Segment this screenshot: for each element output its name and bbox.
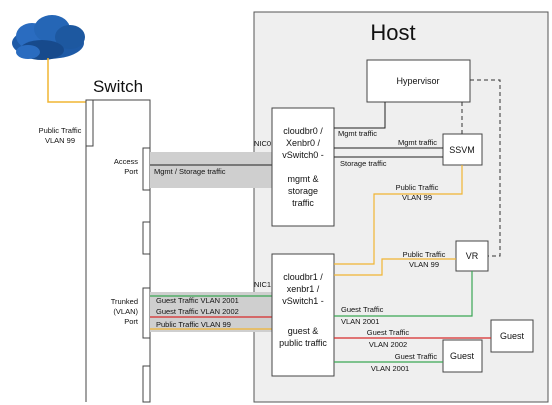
switch-port-trunked (142, 287, 151, 339)
guest-box-2002 (490, 319, 534, 353)
ssvm-label: SSVM (449, 145, 475, 155)
bridge1-line-5: public traffic (279, 338, 327, 348)
trunked-port-label-2: (VLAN) (113, 307, 138, 316)
mgmt-traffic-label-2: Mgmt traffic (398, 138, 437, 147)
bridge0-line-4: mgmt & (287, 174, 318, 184)
switch-body (85, 99, 151, 402)
hypervisor-box (366, 59, 471, 103)
switch-title: Switch (93, 77, 143, 96)
bridge1-line-1: cloudbr1 / (283, 272, 323, 282)
ssvm-public-label-2: VLAN 99 (402, 193, 432, 202)
vr-box (455, 240, 489, 272)
bridge1-line-2: xenbr1 / (287, 284, 320, 294)
bridge1-ssvm-public-link (334, 165, 463, 265)
bridge1-vr-public-link (334, 258, 456, 276)
internet-public-link (47, 58, 88, 103)
nic0-label: NIC0 (254, 139, 271, 148)
switch-port-access (142, 147, 151, 191)
guest-2001-label-2: VLAN 2001 (371, 364, 409, 373)
bridge-cloudbr0 (271, 107, 335, 227)
trunk-vlan2001-label: Guest Traffic VLAN 2001 (156, 296, 239, 305)
mgmt-storage-band (150, 152, 272, 188)
trunk-vlan99-label: Public Traffic VLAN 99 (156, 320, 231, 329)
storage-traffic-label: Storage traffic (340, 159, 387, 168)
vr-public-label-2: VLAN 99 (409, 260, 439, 269)
bridge1-line-4: guest & (288, 326, 319, 336)
bridge0-line-1: cloudbr0 / (283, 126, 323, 136)
bridge0-line-5: storage (288, 186, 318, 196)
trunk-band (150, 292, 272, 332)
bridge1-vr-guest-link (334, 271, 473, 317)
trunk-vlan2002-label: Guest Traffic VLAN 2002 (156, 307, 239, 316)
switch-port-public (85, 99, 94, 147)
host-title: Host (370, 20, 415, 45)
bridge0-hypervisor-link (334, 102, 386, 129)
nic1-label: NIC1 (254, 280, 271, 289)
ssvm-public-label-1: Public Traffic (396, 183, 439, 192)
mgmt-traffic-label-1: Mgmt traffic (338, 129, 377, 138)
vr-guest-label-1: Guest Traffic (341, 305, 384, 314)
bridge0-line-3: vSwitch0 - (282, 150, 324, 160)
bridge1-line-3: vSwitch1 - (282, 296, 324, 306)
ssvm-box (442, 133, 483, 166)
trunked-port-label-3: Port (124, 317, 139, 326)
guest-2002-label-1: Guest Traffic (367, 328, 410, 337)
access-port-label-1: Access (114, 157, 138, 166)
hypervisor-vr-dashed (470, 79, 501, 257)
internet-public-label-1: Public Traffic (39, 126, 82, 135)
guest-label-2001: Guest (450, 351, 475, 361)
bridge0-line-2: Xenbr0 / (286, 138, 321, 148)
mgmt-storage-label: Mgmt / Storage traffic (154, 167, 226, 176)
internet-public-label-2: VLAN 99 (45, 136, 75, 145)
bridge0-line-6: traffic (292, 198, 314, 208)
guest-label-2002: Guest (500, 331, 525, 341)
bridge-cloudbr1 (271, 253, 335, 377)
guest-2001-label-1: Guest Traffic (395, 352, 438, 361)
guest-2002-label-2: VLAN 2002 (369, 340, 407, 349)
switch-port-unused-2 (142, 365, 151, 403)
cloud-icon (12, 15, 85, 60)
vr-public-label-1: Public Traffic (403, 250, 446, 259)
switch-port-unused-1 (142, 221, 151, 255)
vr-guest-label-2: VLAN 2001 (341, 317, 379, 326)
access-port-label-2: Port (124, 167, 139, 176)
vr-label: VR (466, 251, 479, 261)
guest-box-2001 (442, 339, 483, 373)
trunked-port-label-1: Trunked (111, 297, 138, 306)
hypervisor-label: Hypervisor (396, 76, 439, 86)
